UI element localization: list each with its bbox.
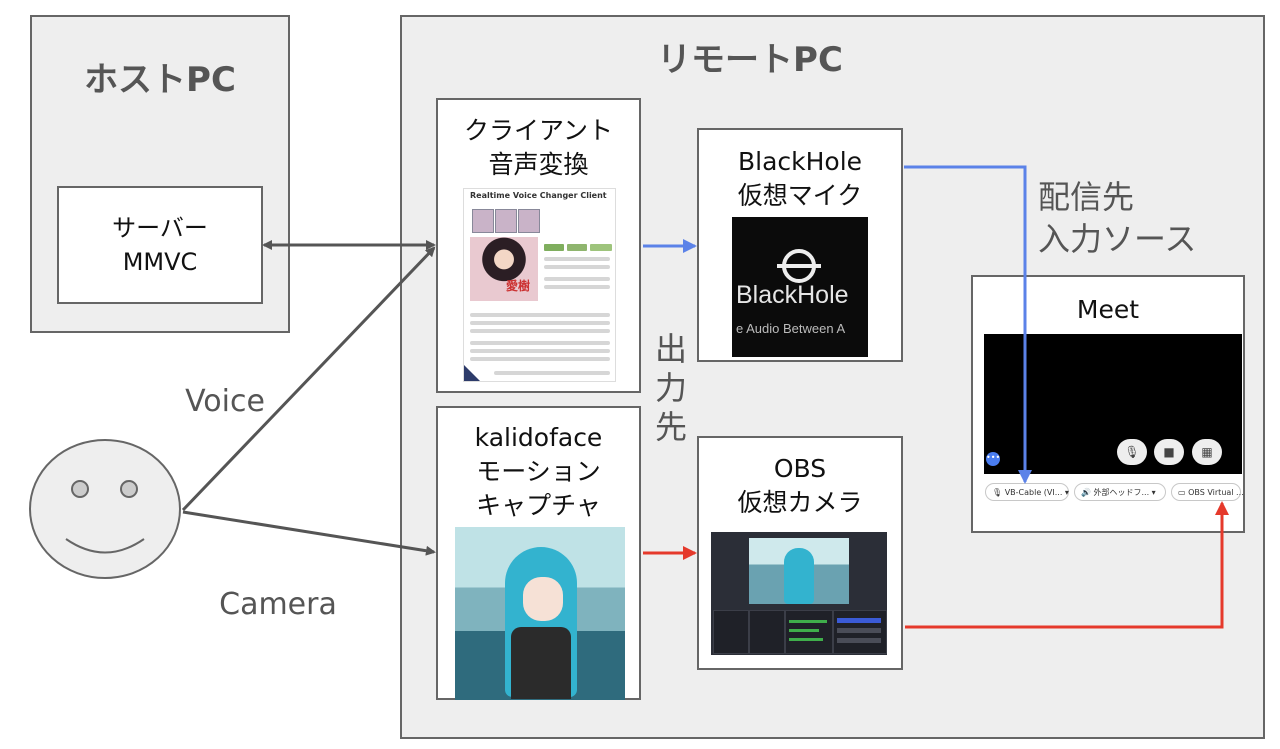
obs-mixer-meter [789,620,827,623]
user-smiley-icon [29,439,181,579]
blackhole-logo-sub: e Audio Between A [736,321,846,336]
client-app-row [470,357,610,361]
avatar-body [511,627,571,699]
voice-label: Voice [185,384,265,419]
client-app-stop [567,244,587,251]
blackhole-logo-word: BlackHole [736,281,849,309]
blackhole-logo-icon [777,249,821,283]
client-app-row [544,285,610,289]
client-app-screenshot: Realtime Voice Changer Client 愛樹 [463,188,616,382]
obs-control-button [837,628,881,633]
camera-icon: ■ [1163,445,1175,459]
output-destination-note: 出 力 先 [654,330,687,446]
client-app-row [470,313,610,317]
client-app-row [544,265,610,269]
client-app-corner-mark [464,365,482,381]
effects-button[interactable]: ▦ [1192,439,1222,465]
obs-preview-avatar [784,548,814,604]
obs-sources-panel [749,610,785,654]
server-mmvc-label: サーバー MMVC [112,214,208,276]
camera-select[interactable]: ▭ OBS Virtual ... [1171,483,1244,501]
client-app-row [470,321,610,325]
obs-screenshot [711,532,887,655]
blackhole-logo-image: BlackHole e Audio Between A [732,217,868,357]
camera-label: Camera [219,587,337,622]
camera-arrow [182,510,436,556]
input-destination-note: 配信先 入力ソース [1038,178,1197,258]
host-pc-title: ホストPC [84,60,236,100]
remote-pc-title: リモートPC [657,40,843,80]
kalidoface-avatar-image [455,527,625,700]
blackhole-title: BlackHole 仮想マイク [737,147,863,210]
client-app-row [470,341,610,345]
avatar-face [523,577,563,621]
client-app-tile [518,209,540,233]
obs-to-meet-arrow [905,501,1229,629]
obs-mixer-panel [785,610,833,654]
client-app-header: Realtime Voice Changer Client [470,191,607,200]
obs-control-button [837,638,881,643]
camera-button[interactable]: ■ [1154,439,1184,465]
server-mmvc-box [57,186,263,304]
obs-mixer-meter [789,629,819,632]
client-app-row [470,349,610,353]
speaker-select[interactable]: 🔊 外部ヘッドフ... ▾ [1074,483,1166,501]
obs-mixer-meter [789,638,823,641]
client-app-row [470,329,610,333]
mic-button[interactable]: 🎙 [1117,439,1147,465]
more-options-icon[interactable]: ••• [986,452,1000,466]
client-app-row [544,277,610,281]
client-app-row [544,257,610,261]
mic-icon: 🎙 [1124,445,1140,459]
obs-scenes-panel [713,610,749,654]
client-app-tile [495,209,517,233]
meet-video-screen: ••• 🎙 ■ ▦ [984,334,1242,474]
kalidoface-title: kalidoface モーション キャプチャ [474,423,603,520]
client-app-avatar [470,237,538,301]
client-app-tile [472,209,494,233]
client-app-start [544,244,564,251]
effects-icon: ▦ [1201,445,1213,459]
blackhole-to-meet-arrow [904,165,1032,484]
voice-arrow [181,246,436,512]
obs-title: OBS 仮想カメラ [737,454,863,517]
obs-control-button [837,618,881,623]
client-app-row [494,371,610,375]
meet-title: Meet [1076,295,1140,324]
client-app-badge: 愛樹 [506,279,531,293]
client-app-passthru [590,244,612,251]
client-voice-changer-title: クライアント 音声変換 [463,116,613,179]
